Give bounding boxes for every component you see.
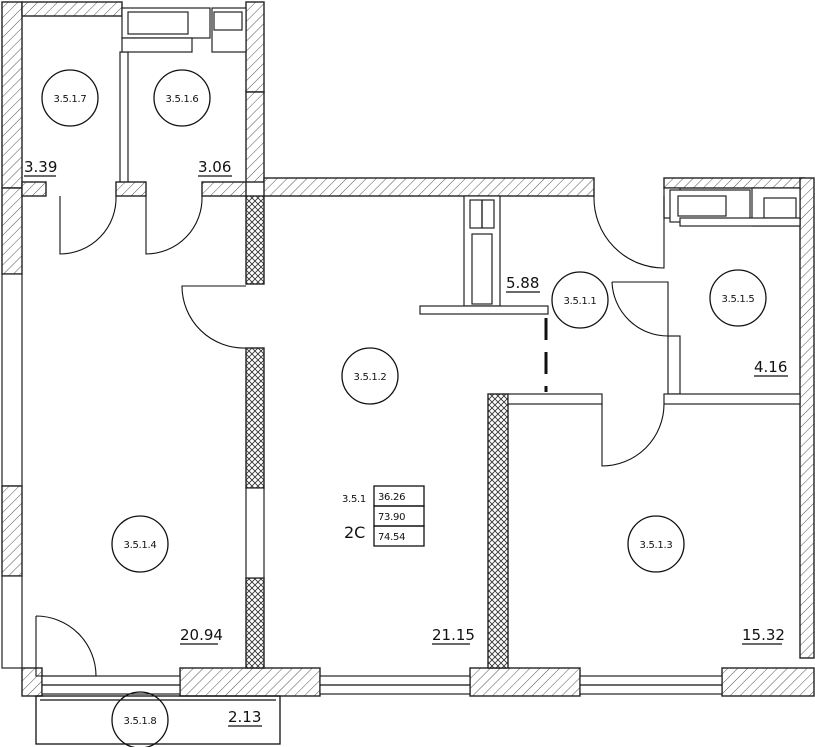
room-3-5-1-1: 3.5.1.1 5.88	[506, 271, 609, 329]
room-marker	[111, 691, 169, 747]
room-id: 3.5.1.1	[564, 296, 597, 307]
room-marker	[709, 269, 767, 327]
room-id: 3.5.1.8	[124, 716, 157, 727]
room-area: 4.16	[754, 358, 787, 376]
room-3-5-1-3: 3.5.1.3 15.32	[627, 515, 785, 645]
living-area: 36.26	[378, 492, 405, 503]
total-area-with-balcony: 74.54	[378, 532, 405, 543]
room-3-5-1-5: 3.5.1.5 4.16	[709, 269, 788, 377]
total-area: 73.90	[378, 512, 405, 523]
room-area: 2.13	[228, 708, 261, 726]
room-3-5-1-7: 3.5.1.7 3.39	[24, 69, 99, 177]
room-3-5-1-8: 3.5.1.8 2.13	[111, 691, 262, 747]
room-marker	[153, 69, 211, 127]
room-id: 3.5.1.3	[640, 540, 673, 551]
room-3-5-1-4: 3.5.1.4 20.94	[111, 515, 223, 645]
windows	[41, 675, 723, 695]
room-3-5-1-2: 3.5.1.2 21.15	[341, 347, 475, 645]
room-area: 3.39	[24, 158, 57, 176]
room-area: 3.06	[198, 158, 231, 176]
room-id: 3.5.1.6	[166, 94, 199, 105]
apartment-type: 2С	[344, 523, 365, 542]
apartment-summary: 3.5.1 2С 36.26 73.90 74.54	[342, 485, 425, 547]
room-area: 5.88	[506, 274, 539, 292]
room-id: 3.5.1.2	[354, 372, 387, 383]
doors	[35, 195, 669, 677]
internal-walls	[21, 7, 801, 669]
room-area: 20.94	[180, 626, 223, 644]
room-marker	[627, 515, 685, 573]
room-area: 21.15	[432, 626, 475, 644]
room-marker	[551, 271, 609, 329]
balcony	[35, 695, 281, 745]
room-marker	[341, 347, 399, 405]
room-id: 3.5.1.7	[54, 94, 87, 105]
apartment-number: 3.5.1	[342, 494, 366, 505]
outer-walls	[1, 1, 815, 697]
room-id: 3.5.1.5	[722, 294, 755, 305]
room-marker	[111, 515, 169, 573]
room-id: 3.5.1.4	[124, 540, 157, 551]
room-3-5-1-6: 3.5.1.6 3.06	[153, 69, 232, 177]
room-area: 15.32	[742, 626, 785, 644]
room-marker	[41, 69, 99, 127]
